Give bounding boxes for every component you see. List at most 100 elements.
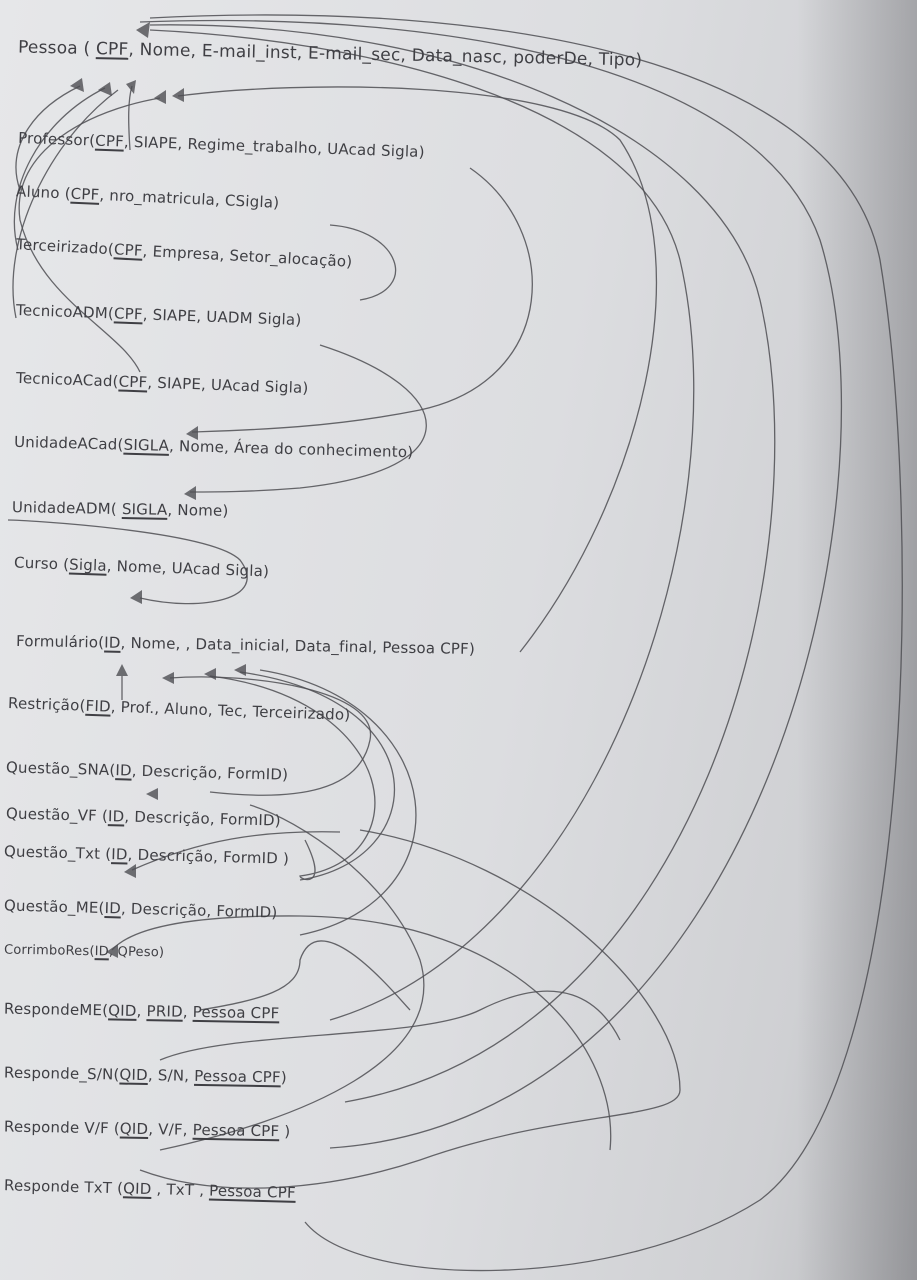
arrowhead	[172, 88, 184, 102]
attribute: Prof.	[120, 697, 155, 718]
attribute: Aluno	[164, 699, 209, 719]
arrowhead	[186, 426, 198, 440]
fk-arrow	[7, 519, 248, 605]
attribute-key: CPF	[94, 131, 125, 151]
attribute-key: ID	[111, 845, 128, 864]
arrowhead	[116, 664, 128, 676]
fk-arrow	[159, 804, 425, 1151]
relation-name: Curso	[13, 553, 59, 574]
fk-arrow	[15, 85, 81, 191]
fk-arrow	[149, 24, 776, 1103]
fk-arrow	[149, 14, 903, 1272]
relation-corrimbo-res: CorrimboRes(ID, QPeso)	[3, 942, 165, 961]
attribute: UAcad Sigla	[210, 375, 303, 397]
attribute: Nome	[116, 557, 163, 577]
attribute-key: Pessoa CPF	[192, 1120, 280, 1141]
relation-name: Pessoa	[17, 37, 79, 59]
fk-arrow	[239, 671, 395, 881]
relation-name: TecnicoACad	[15, 368, 113, 391]
fk-arrow	[189, 344, 427, 493]
fk-arrow	[131, 831, 341, 871]
arrowhead	[130, 590, 142, 604]
attribute-key: ID	[104, 633, 121, 652]
fk-arrow	[13, 87, 106, 251]
attribute-key: CPF	[118, 372, 148, 392]
attribute: UAcad Sigla	[171, 559, 264, 581]
attribute-key: SIGLA	[123, 435, 170, 455]
fk-arrow	[259, 669, 417, 936]
attribute-key: SIGLA	[121, 500, 168, 519]
attribute: Nome	[139, 40, 191, 62]
arrowhead	[70, 78, 84, 92]
attribute: Empresa	[152, 242, 221, 264]
attribute-key: Pessoa CPF	[192, 1002, 280, 1023]
fk-arrow	[169, 676, 371, 796]
relation-name: UnidadeACad	[13, 432, 118, 454]
relation-name: Professor	[17, 128, 90, 150]
fk-arrow	[139, 829, 681, 1189]
relation-name: CorrimboRes	[3, 942, 90, 960]
relation-name: Questão_SNA	[5, 758, 110, 780]
arrowhead	[124, 864, 136, 878]
attribute-key: ID	[94, 944, 110, 960]
relation-name: Responde TxT	[3, 1176, 113, 1198]
attribute-key: ID	[107, 807, 125, 826]
attribute-key: PRID	[146, 1002, 183, 1021]
attribute: Descrição	[137, 845, 214, 866]
attribute: Nome	[178, 437, 225, 457]
relation-name: Responde V/F	[3, 1117, 110, 1138]
relation-unidade-adm: UnidadeADM( SIGLA, Nome)	[11, 498, 229, 520]
attribute: Data_nasc	[411, 45, 503, 68]
attribute-key: CPF	[113, 240, 144, 260]
relation-name: Questão_VF	[5, 804, 98, 825]
fk-arrow	[199, 940, 411, 1011]
attribute: Nome	[130, 633, 176, 653]
attribute: S/N	[157, 1066, 185, 1085]
attribute-key: ID	[104, 899, 122, 918]
attribute-key: QID	[119, 1119, 149, 1139]
attribute-key: Pessoa CPF	[194, 1066, 281, 1087]
attribute-key: QID	[119, 1065, 149, 1085]
attribute: SIAPE	[133, 132, 178, 153]
attribute: E-mail_sec	[307, 43, 401, 66]
attribute: poderDe	[512, 47, 588, 70]
attribute: TxT	[166, 1180, 195, 1200]
attribute-key: Sigla	[68, 555, 108, 575]
attribute: Tec	[217, 701, 243, 721]
attribute: Data_inicial	[195, 635, 285, 655]
attribute: FormID	[222, 848, 279, 868]
relation-name: TecnicoADM	[15, 301, 109, 323]
fk-arrow	[18, 97, 161, 373]
relation-name: RespondeME	[3, 999, 103, 1020]
fk-arrow	[12, 89, 119, 319]
fk-arrow	[139, 19, 842, 1149]
attribute: FormID	[219, 810, 276, 830]
relation-name: Responde_S/N	[3, 1063, 114, 1084]
attribute: CSigla	[224, 191, 274, 212]
attribute-key: CPF	[113, 304, 144, 324]
arrowhead	[98, 82, 112, 96]
attribute-key: CPF	[70, 184, 100, 204]
arrowhead	[146, 788, 158, 800]
attribute: SIAPE	[152, 305, 197, 326]
attribute: Descrição	[141, 761, 218, 782]
arrowhead	[106, 944, 118, 958]
relation-name: Formulário	[15, 631, 99, 652]
attribute-key: Pessoa CPF	[208, 1181, 297, 1202]
attribute: Nome	[177, 500, 223, 520]
attribute-key: FID	[85, 696, 112, 716]
attribute: Descrição	[130, 899, 207, 920]
fk-arrow	[177, 86, 658, 653]
relation-name: Questão_Txt	[3, 842, 101, 863]
attribute: UADM Sigla	[206, 307, 296, 329]
attribute-key: QID	[108, 1001, 137, 1020]
arrowhead	[184, 486, 196, 500]
attribute: Descrição	[134, 807, 211, 828]
fk-arrow	[159, 990, 621, 1061]
fk-arrow	[191, 167, 533, 433]
attribute: UAcad Sigla	[326, 139, 419, 161]
attribute: Tipo	[598, 49, 636, 71]
paper-shadow	[797, 0, 917, 1280]
attribute-key: CPF	[95, 39, 129, 60]
relation-name: UnidadeADM	[11, 498, 112, 518]
